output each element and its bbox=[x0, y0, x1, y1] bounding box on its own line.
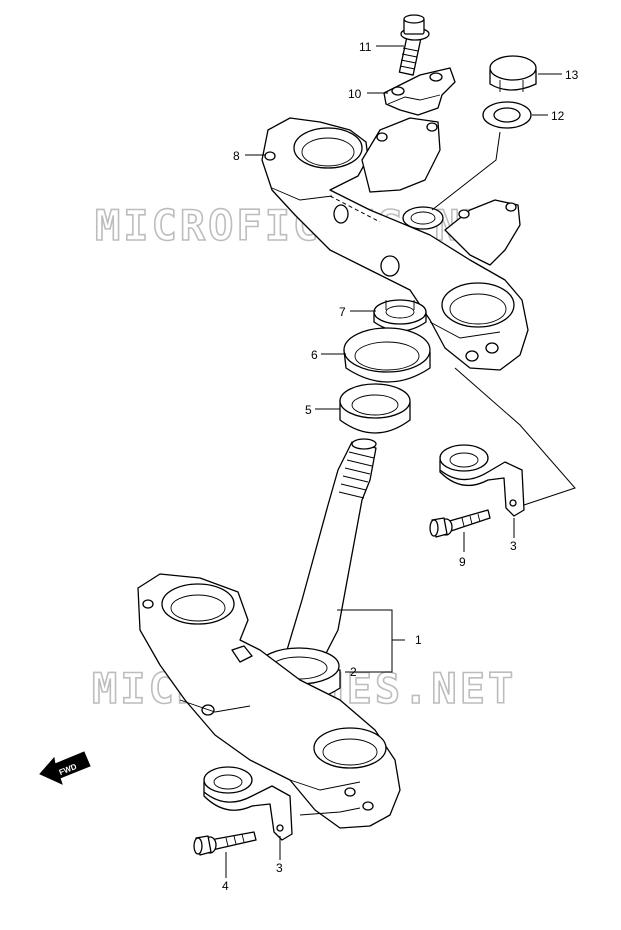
fwd-direction-icon: FWD bbox=[39, 751, 91, 785]
steering-stem-1 bbox=[283, 438, 377, 666]
callout-13: 13 bbox=[565, 68, 579, 82]
callout-8: 8 bbox=[233, 149, 240, 163]
stem-nut-7 bbox=[373, 299, 427, 332]
dust-seal-6 bbox=[343, 327, 431, 383]
bolt-4 bbox=[193, 831, 257, 856]
callout-12: 12 bbox=[551, 109, 565, 123]
cap-nut-13 bbox=[489, 55, 537, 92]
leader-lines bbox=[225, 45, 576, 878]
callout-5: 5 bbox=[305, 403, 312, 417]
clamp-cap-10 bbox=[383, 67, 456, 116]
callout-2: 2 bbox=[350, 665, 357, 679]
callout-1: 1 bbox=[415, 633, 422, 647]
callout-4: 4 bbox=[222, 879, 229, 893]
upper-bracket-8 bbox=[261, 117, 529, 371]
callout-3-upper: 3 bbox=[510, 539, 517, 553]
bolt-9 bbox=[429, 509, 491, 538]
callout-11: 11 bbox=[359, 40, 372, 54]
cable-guide-3-upper bbox=[439, 444, 525, 517]
bearing-5 bbox=[339, 383, 411, 434]
lower-bracket bbox=[137, 573, 401, 829]
washer-12 bbox=[482, 101, 532, 129]
callout-7: 7 bbox=[339, 305, 346, 319]
callout-3-lower: 3 bbox=[276, 861, 283, 875]
callout-9: 9 bbox=[459, 555, 466, 569]
bolt-11 bbox=[398, 14, 430, 76]
callout-10: 10 bbox=[348, 87, 362, 101]
cable-guide-3-lower bbox=[203, 766, 293, 841]
callout-labels: 1 2 3 3 4 5 6 7 8 9 10 11 12 13 bbox=[222, 40, 579, 893]
callout-6: 6 bbox=[311, 348, 318, 362]
